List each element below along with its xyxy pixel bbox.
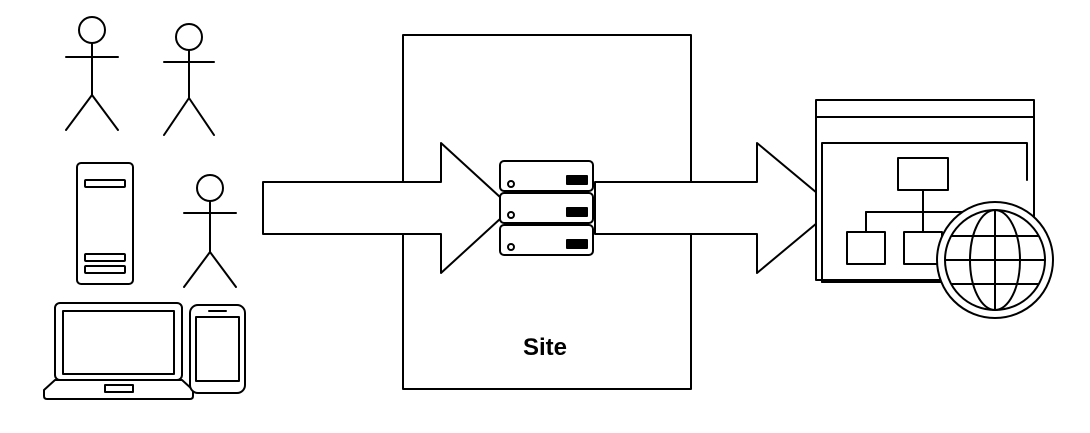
actor-icon bbox=[164, 24, 214, 135]
rack-server-stack-icon bbox=[500, 161, 593, 255]
inbound-arrow bbox=[263, 143, 512, 273]
site-label: Site bbox=[522, 334, 567, 361]
tower-server-icon bbox=[77, 163, 133, 284]
globe-icon bbox=[937, 202, 1053, 318]
laptop-icon bbox=[44, 303, 193, 399]
smartphone-icon bbox=[190, 305, 245, 393]
actor-icon bbox=[184, 175, 236, 287]
outbound-arrow bbox=[595, 143, 835, 273]
actor-icon bbox=[66, 17, 118, 130]
